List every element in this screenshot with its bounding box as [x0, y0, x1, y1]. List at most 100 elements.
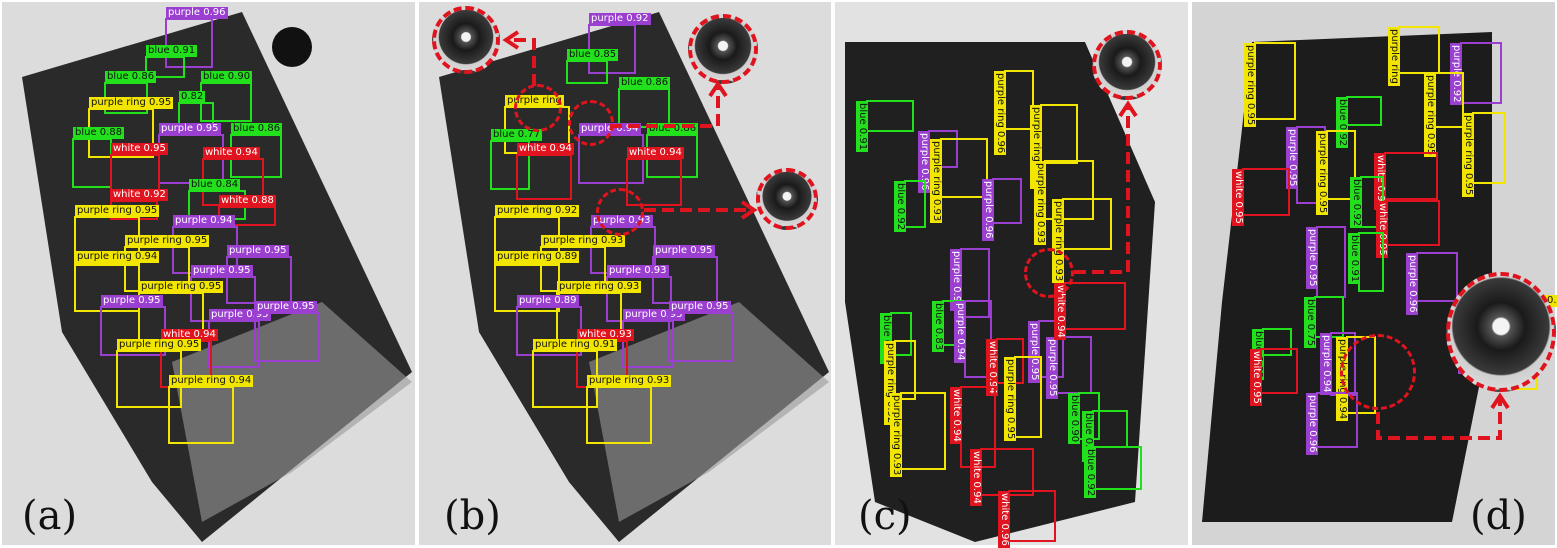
detection-label: purple 0.94 — [173, 215, 235, 227]
detection-label: blue 0.90 — [1068, 393, 1080, 445]
detection-label: purple ring 0.94 — [169, 375, 254, 387]
detection-label: blue 0.86 — [619, 77, 671, 89]
zoom-inset-circle — [1446, 272, 1556, 392]
zoom-inset-circle — [756, 168, 818, 230]
detection-box: purple ring 0.95 — [124, 235, 210, 292]
detection-label: 0.82 — [179, 91, 206, 103]
detection-label: purple 0.93 — [607, 265, 669, 277]
detection-box: purple 0.96 — [1406, 252, 1458, 315]
detection-box: purple 0.96 — [950, 248, 990, 318]
detection-label: white 0.94 — [203, 147, 260, 159]
missed-detection-marker — [596, 188, 644, 236]
detection-label: blue 0.92 — [894, 181, 906, 233]
detection-box: purple ring — [1388, 26, 1440, 86]
detection-box: blue 0.88 — [72, 127, 125, 188]
detection-label: purple 0.94 — [1320, 333, 1332, 395]
detection-label: purple 0.95 — [669, 301, 731, 313]
detection-box: purple ring 0.95 — [138, 281, 224, 342]
detection-box: white 0.94 — [1374, 152, 1438, 210]
detection-label: purple ring 0.93 — [930, 139, 942, 224]
detection-box: purple ring 0.93 — [1052, 198, 1112, 284]
detection-label: blue 0.84 — [189, 179, 241, 191]
detection-box: purple ring 0.95 — [1462, 112, 1506, 198]
missed-detection-marker — [1024, 248, 1074, 298]
detection-label: purple ring 0.94 — [75, 251, 160, 263]
detection-box: white 0.95 — [1250, 348, 1298, 406]
detection-label: purple ring 0.95 — [1244, 43, 1256, 128]
detection-box: purple ring 0.95 — [74, 205, 160, 266]
detection-label: white 0.94 — [627, 147, 684, 159]
detection-label: blue 0.86 — [105, 71, 157, 83]
detection-box: blue 0.91 — [1348, 232, 1384, 292]
detection-box: purple 0.95 — [1306, 226, 1346, 298]
detection-box: blue 0.77 — [490, 129, 543, 190]
detection-label: blue 0.86 — [647, 123, 699, 135]
detection-box: blue 0.86 — [618, 77, 671, 128]
detection-box: purple 0.96 — [165, 7, 228, 68]
detection-label: purple ring 0.95 — [139, 281, 224, 293]
detection-label: purple ring 0.95 — [75, 205, 160, 217]
detection-label: white 0.94 — [950, 387, 962, 444]
detection-box: purple ring 0.94 — [1030, 104, 1078, 190]
zoom-inset-circle — [432, 6, 500, 74]
detection-label: blue 0.91 — [1348, 233, 1360, 285]
detection-box: purple ring 0.93 — [930, 138, 988, 224]
detection-label: white 0.92 — [111, 189, 168, 201]
detection-label: purple ring 0.93 — [541, 235, 626, 247]
detection-box: blue 0.92 — [1084, 446, 1142, 499]
detection-label: purple ring 0.93 — [890, 393, 902, 478]
detection-label: purple 0.95 — [159, 123, 221, 135]
detection-box: purple 0.96 — [982, 178, 1022, 241]
detection-box: white 0.95 — [1376, 200, 1440, 258]
detection-box: white 0.94 — [970, 448, 1034, 506]
detection-box: purple ring 0.92 — [884, 340, 916, 426]
detection-box: white 0.88 — [218, 195, 276, 226]
panel-label-b: (b) — [444, 493, 501, 539]
detection-box: blue 0.83 — [1252, 328, 1292, 381]
detection-label: purple 0.92 — [589, 13, 651, 25]
detection-box: purple 0.95 — [254, 301, 320, 362]
detection-label: purple ring 0.92 — [495, 205, 580, 217]
missed-detection-marker — [568, 100, 614, 146]
panel-label-d: (d) — [1470, 493, 1527, 539]
detection-label: purple ring 0.93 — [587, 375, 672, 387]
detection-label: purple ring 0.95 — [1424, 73, 1436, 158]
detection-label: blue 0.75 — [1304, 297, 1316, 349]
detection-box: white 0.95 — [1232, 168, 1290, 226]
detection-box: purple 0.96 — [1306, 392, 1358, 455]
detection-box: purple 0.96 — [918, 130, 958, 193]
detection-label: purple ring 0.95 — [117, 339, 202, 351]
detection-label: purple 0.96 — [166, 7, 228, 19]
detection-label: purple 0.95 — [191, 265, 253, 277]
zoom-inset-circle — [1092, 30, 1162, 100]
detection-label: blue 0.90 — [201, 71, 253, 83]
detection-label: blue 0.88 — [73, 127, 125, 139]
detection-label: white 0.95 — [1250, 349, 1262, 406]
panel-label-a: (a) — [22, 493, 78, 539]
detection-label: white 0.94 — [517, 143, 574, 155]
detection-label: blue 0.92 — [1350, 177, 1362, 229]
detection-box: white 0.94 — [516, 143, 574, 200]
detection-label: blue 0.77 — [491, 129, 543, 141]
detection-label: blue 0.92 — [1084, 447, 1096, 499]
detection-label: purple ring 0.96 — [994, 71, 1006, 156]
detection-box: blue 0.92 — [1082, 410, 1128, 463]
missed-detection-marker — [1340, 334, 1416, 410]
detection-box: purple ring 0.95 — [1424, 72, 1464, 158]
zoom-inset-circle — [688, 14, 758, 84]
detection-label: purple 0.95 — [101, 295, 163, 307]
detection-label: white 0.94 — [161, 329, 218, 341]
detection-box: white 0.96 — [998, 490, 1056, 548]
detection-label: purple ring 0.91 — [533, 339, 618, 351]
detection-label: blue 0.83 — [932, 301, 944, 353]
detection-box: purple ring 0.94 — [168, 375, 254, 444]
detection-box: purple ring 0.95 — [1004, 356, 1042, 442]
detection-label: purple 0.96 — [982, 179, 994, 241]
detection-label: purple ring 0.89 — [495, 251, 580, 263]
detection-label: blue 0.91 — [146, 45, 198, 57]
detection-label: purple 0.95 — [227, 245, 289, 257]
detection-label: purple 0.95 — [1046, 337, 1058, 399]
detection-label: purple 0.95 — [255, 301, 317, 313]
detection-box: white 0.94 — [1054, 282, 1126, 340]
detection-label: white 0.94 — [970, 449, 982, 506]
